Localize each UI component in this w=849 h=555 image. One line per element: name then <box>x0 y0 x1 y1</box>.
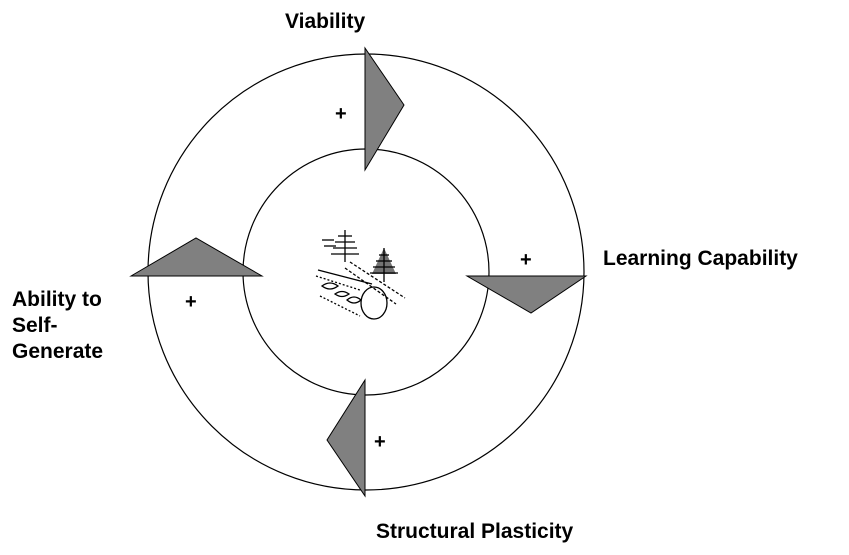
tree-icon <box>322 230 359 262</box>
label-ability-to-self-generate: Ability to Self- Generate <box>12 287 103 365</box>
label-ability-line-2: Self- <box>12 314 58 337</box>
label-viability: Viability <box>285 10 366 33</box>
plus-sign-left: + <box>185 291 197 313</box>
label-ability-line-1: Ability to <box>12 288 102 311</box>
label-structural-plasticity: Structural Plasticity <box>376 520 574 543</box>
plus-sign-right: + <box>520 249 532 271</box>
label-ability-line-3: Generate <box>12 340 104 363</box>
arrow-right <box>465 275 588 314</box>
plus-sign-bottom: + <box>374 431 386 453</box>
inner-ring <box>242 148 490 396</box>
eye-icon <box>319 282 388 320</box>
tree-icon <box>370 248 398 282</box>
label-learning-capability: Learning Capability <box>603 247 798 270</box>
arrow-left <box>129 237 264 277</box>
arrow-bottom <box>326 378 366 498</box>
arrow-top <box>364 46 405 172</box>
plus-sign-top: + <box>335 103 347 125</box>
eye-and-trees-sketch-icon <box>315 230 406 320</box>
